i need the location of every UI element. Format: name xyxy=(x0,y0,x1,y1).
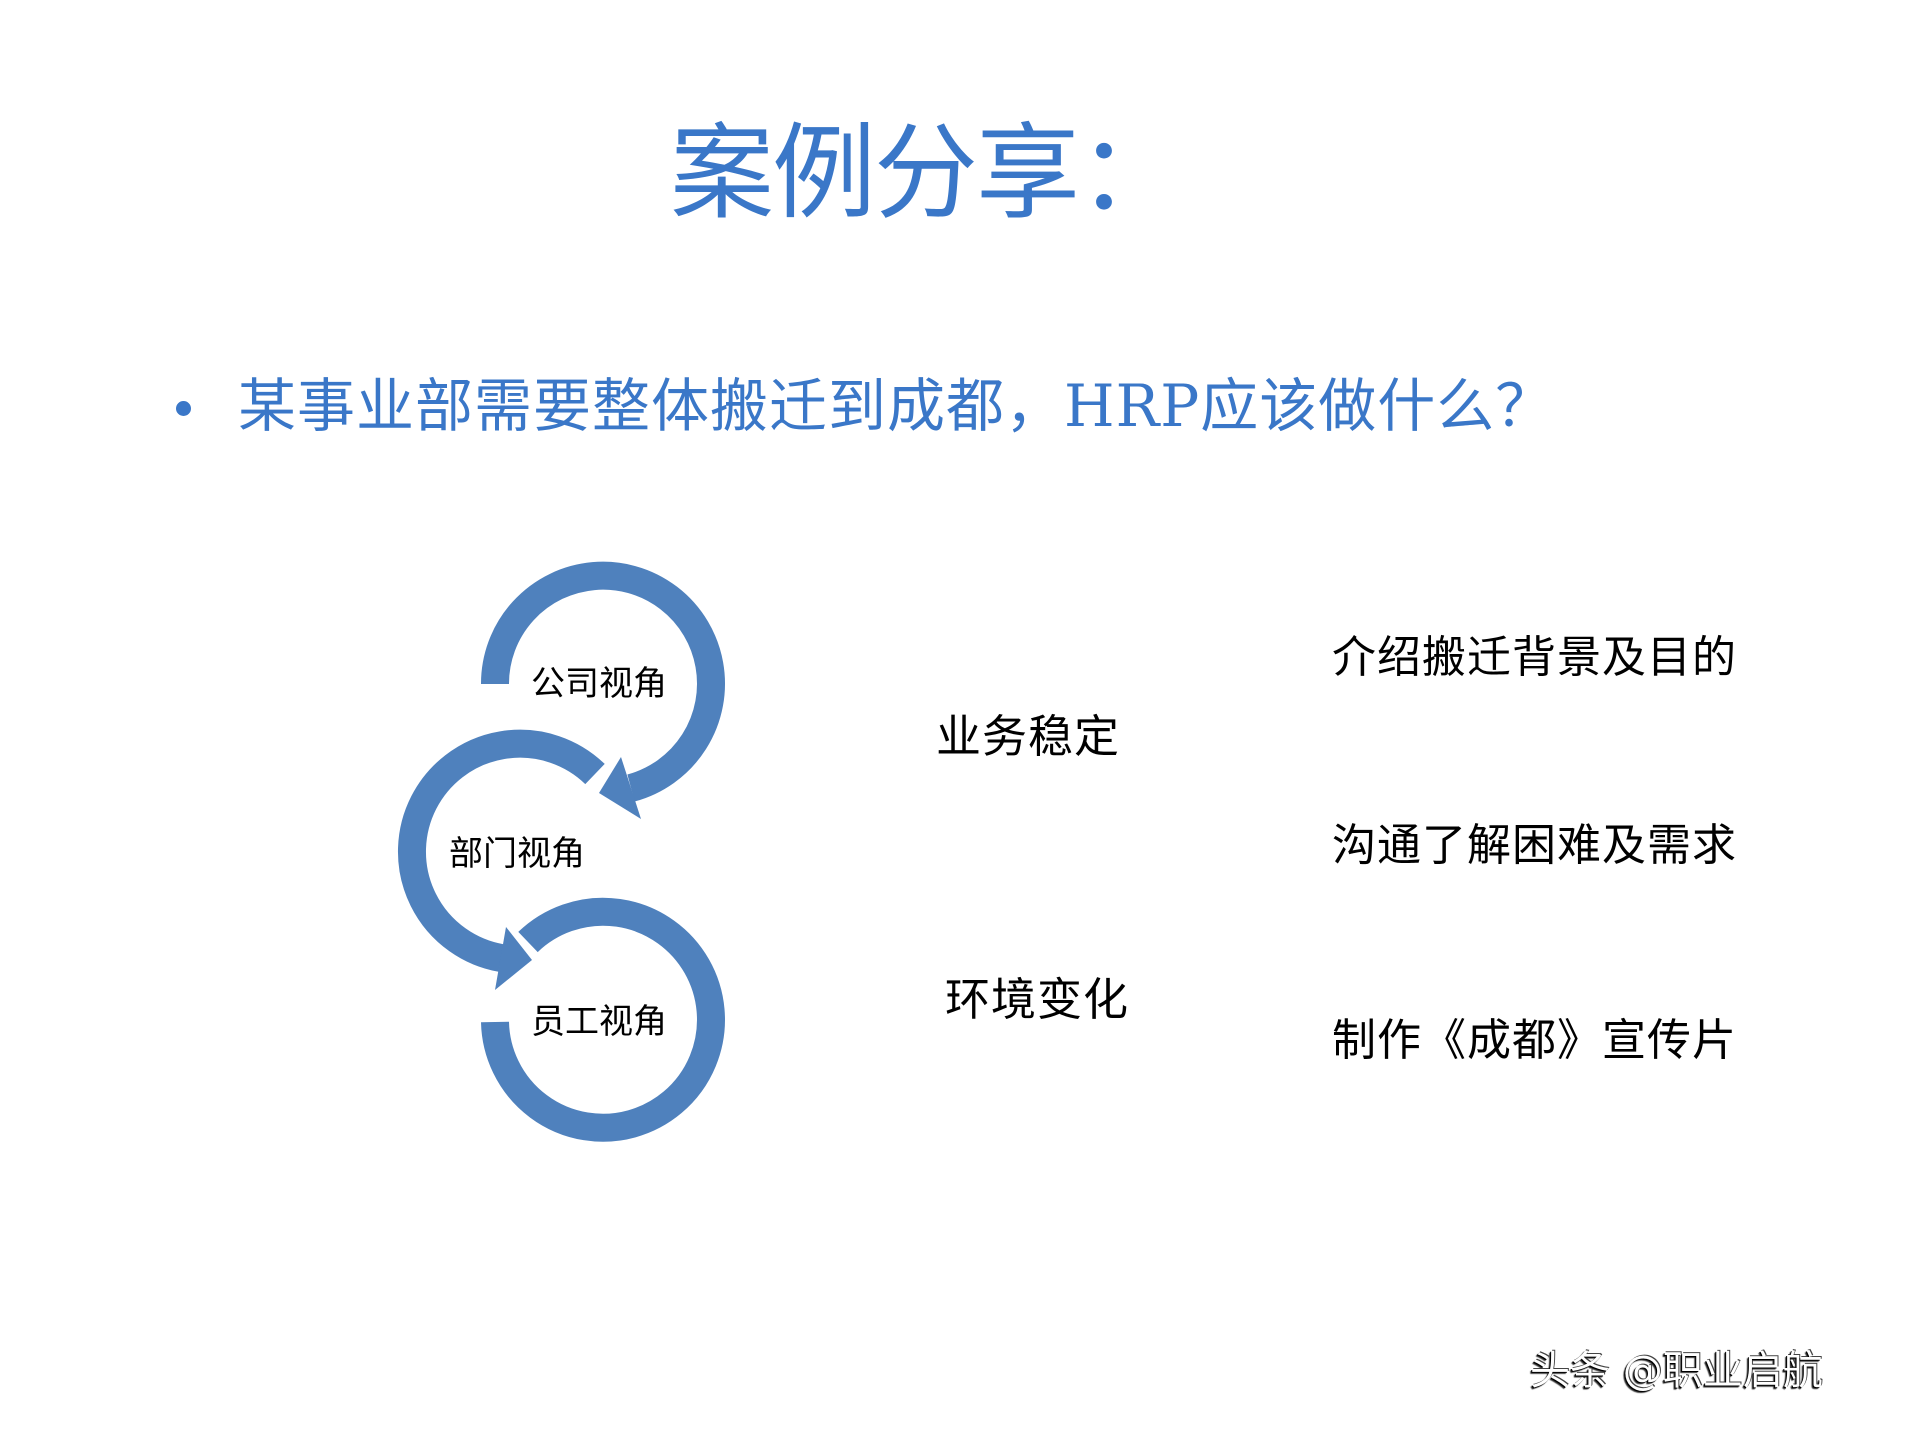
watermark: 头条 @职业启航 xyxy=(1530,1348,1823,1394)
department-perspective-arrow xyxy=(398,729,605,990)
node-label-employee: 员工视角 xyxy=(531,1002,667,1042)
outcome-environment-change: 环境变化 xyxy=(945,973,1130,1026)
action-introduce-background: 介绍搬迁背景及目的 xyxy=(1332,632,1737,683)
bullet-text: 某事业部需要整体搬迁到成都，HRP应该做什么？ xyxy=(238,372,1555,440)
node-label-department: 部门视角 xyxy=(449,834,585,874)
company-perspective-arrow xyxy=(480,561,725,819)
bullet-dot-icon xyxy=(176,400,191,416)
bullet-item: 某事业部需要整体搬迁到成都，HRP应该做什么？ xyxy=(176,366,1554,446)
outcome-business-stable: 业务稳定 xyxy=(936,710,1121,763)
action-make-promo-video: 制作《成都》宣传片 xyxy=(1332,1015,1737,1066)
employee-perspective-arrow xyxy=(481,897,725,1142)
slide-title: 案例分享： xyxy=(670,112,1182,234)
node-label-company: 公司视角 xyxy=(531,664,667,704)
action-communicate-needs: 沟通了解困难及需求 xyxy=(1332,820,1737,871)
